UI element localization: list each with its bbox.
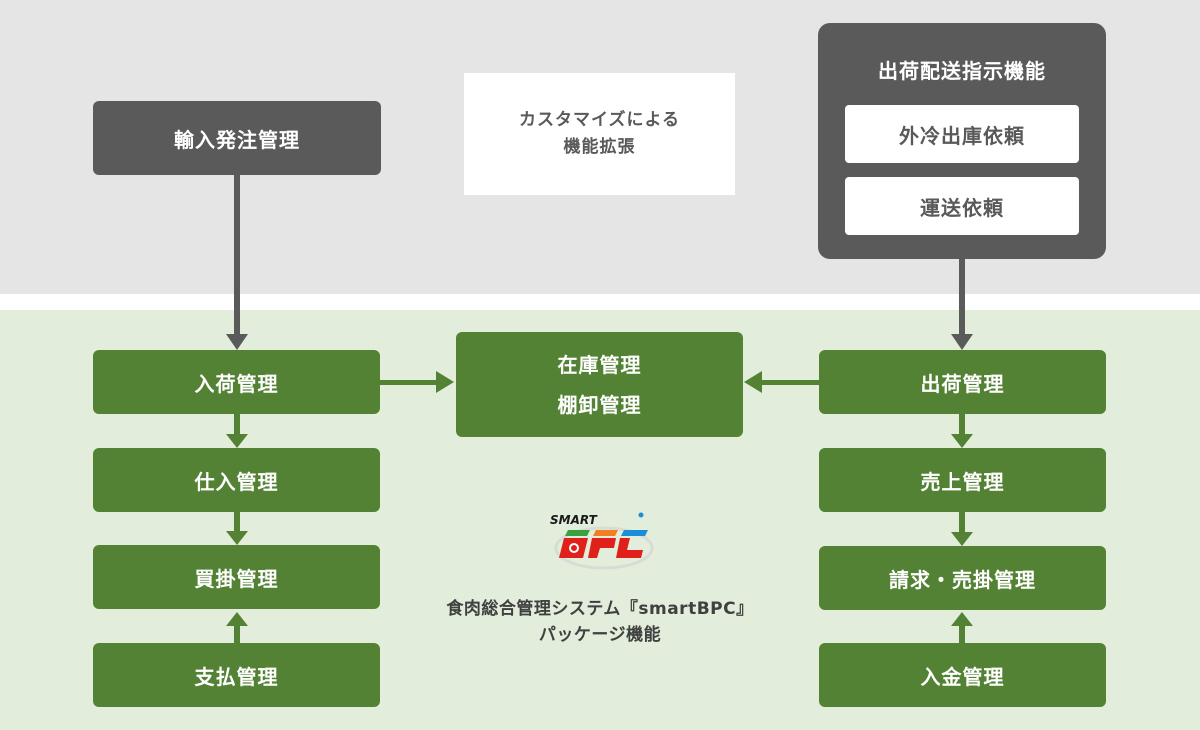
logo-b-body <box>559 538 588 558</box>
logo-c-top <box>621 530 648 536</box>
purchase-management-label: 仕入管理 <box>194 469 279 494</box>
logo-b-top <box>565 530 590 536</box>
receiving-management-label: 入荷管理 <box>194 371 279 396</box>
shipping-instruction-title: 出荷配送指示機能 <box>878 59 1046 83</box>
package-caption-line1: 食肉総合管理システム『smartBPC』 <box>446 599 754 619</box>
logo-c-body <box>616 538 643 558</box>
inventory-management-box[interactable]: 在庫管理 棚卸管理 <box>456 332 743 437</box>
billing-receivable-label: 請求・売掛管理 <box>889 567 1036 592</box>
cold-storage-request-label: 外冷出庫依頼 <box>899 123 1025 148</box>
billing-receivable-box[interactable]: 請求・売掛管理 <box>819 546 1106 610</box>
logo-dot <box>638 512 644 518</box>
smartbpc-logo: SMART <box>550 512 654 570</box>
payment-management-box[interactable]: 支払管理 <box>93 643 380 707</box>
deposit-management-label: 入金管理 <box>920 664 1005 689</box>
deposit-management-box[interactable]: 入金管理 <box>819 643 1106 707</box>
accounts-payable-box[interactable]: 買掛管理 <box>93 545 380 609</box>
customization-note-line1: カスタマイズによる <box>519 110 680 130</box>
purchase-management-box[interactable]: 仕入管理 <box>93 448 380 512</box>
transport-request-label: 運送依頼 <box>920 195 1004 220</box>
accounts-payable-label: 買掛管理 <box>194 566 279 591</box>
payment-management-label: 支払管理 <box>194 664 279 689</box>
cold-storage-request-box[interactable]: 外冷出庫依頼 <box>845 105 1079 163</box>
inventory-management-label: 在庫管理 <box>557 352 642 377</box>
logo-p-body <box>588 538 616 558</box>
import-order-box[interactable]: 輸入発注管理 <box>93 101 381 175</box>
customization-note-line2: 機能拡張 <box>563 137 636 157</box>
customization-note: カスタマイズによる 機能拡張 <box>464 73 735 195</box>
logo-orbit <box>554 526 654 570</box>
logo-b-hole <box>569 543 579 553</box>
logo-smart-text: SMART <box>550 513 598 527</box>
logo-p-top <box>593 530 618 536</box>
stocktaking-management-label: 棚卸管理 <box>557 392 642 417</box>
import-order-label: 輸入発注管理 <box>174 127 300 152</box>
package-caption: 食肉総合管理システム『smartBPC』 パッケージ機能 <box>400 596 800 648</box>
sales-management-box[interactable]: 売上管理 <box>819 448 1106 512</box>
sales-management-label: 売上管理 <box>920 469 1005 494</box>
region-divider <box>0 294 1200 310</box>
shipping-management-label: 出荷管理 <box>920 371 1005 396</box>
shipping-management-box[interactable]: 出荷管理 <box>819 350 1106 414</box>
receiving-management-box[interactable]: 入荷管理 <box>93 350 380 414</box>
package-caption-line2: パッケージ機能 <box>538 625 662 645</box>
transport-request-box[interactable]: 運送依頼 <box>845 177 1079 235</box>
